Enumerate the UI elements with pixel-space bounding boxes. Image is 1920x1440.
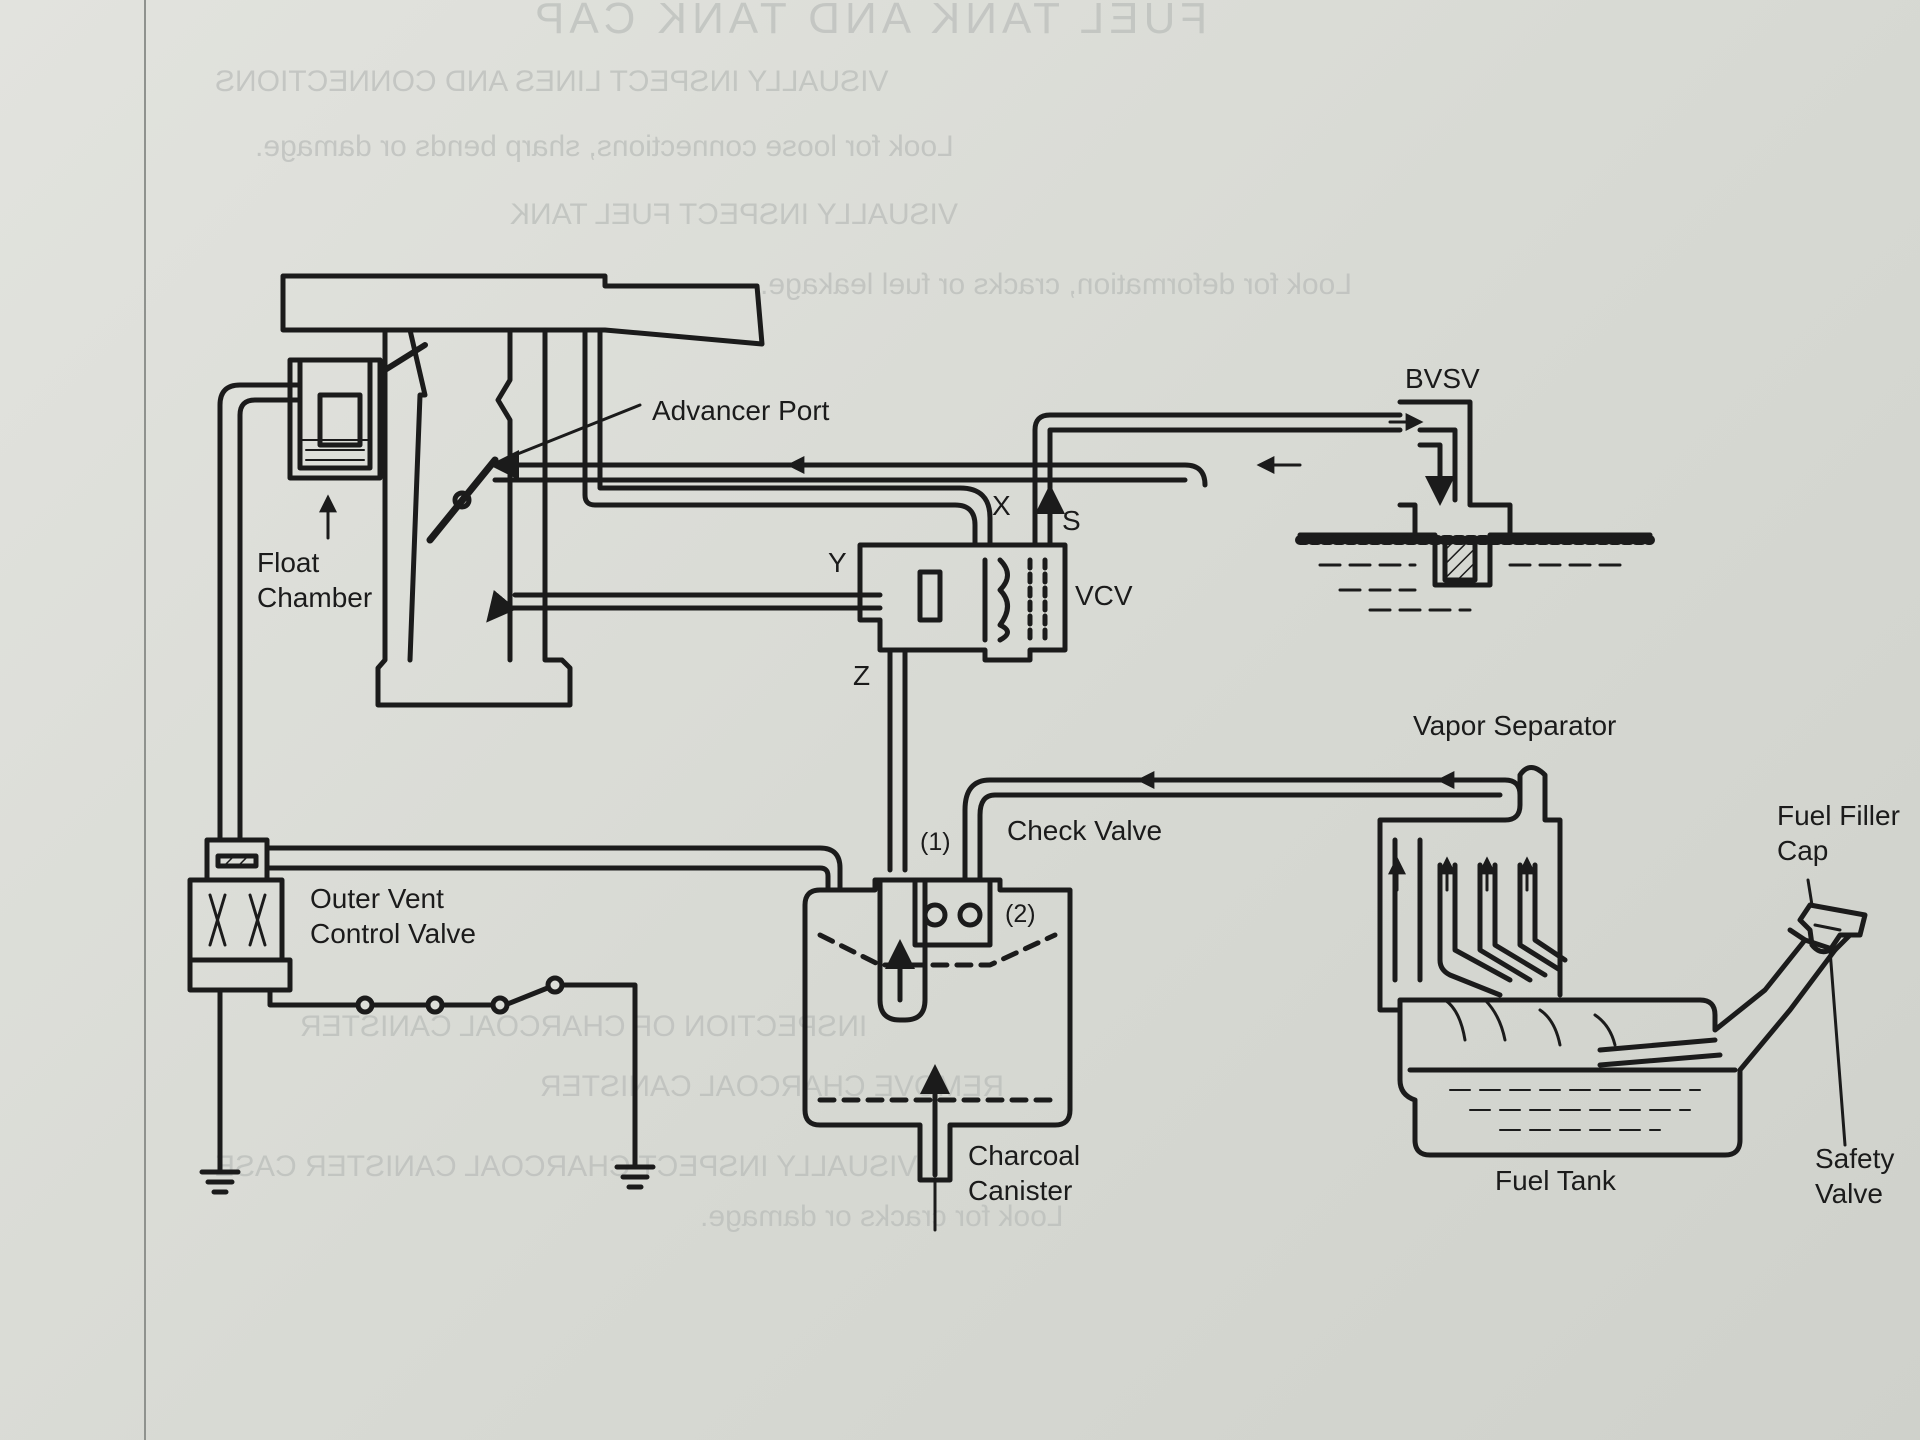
fuel-filler-cap [1797,878,1868,1147]
carb-vent-pipe [582,327,993,548]
label-fuel-tank: Fuel Tank [1495,1165,1617,1196]
label-fuel-filler-line2: Cap [1777,835,1828,866]
label-float-chamber-line1: Float [257,547,319,578]
label-port-1: (1) [920,828,951,856]
vcv-to-canister-pipe [887,647,908,873]
switch-contact [425,995,445,1015]
label-port-z: Z [853,660,870,691]
advancer-port-leader [513,403,642,457]
label-outer-vent-line2: Control Valve [310,918,476,949]
label-vapor-separator: Vapor Separator [1413,710,1616,741]
vcv-to-carb-pipe [490,595,883,618]
ground-left [199,987,241,1195]
label-safety-valve-line2: Valve [1815,1178,1883,1209]
label-advancer-port: Advancer Port [652,395,830,426]
vcv-valve [857,490,1065,663]
label-port-x: X [992,490,1011,521]
label-outer-vent-line1: Outer Vent [310,883,444,914]
fuel-tank [1397,927,1853,1158]
float-vent-pipe [217,382,303,843]
label-fuel-filler-line1: Fuel Filler [1777,800,1900,831]
filler-cap-leader [1806,878,1814,907]
carburetor [280,273,765,708]
vcv-to-bvsv-pipe [1032,412,1403,493]
label-charcoal-canister-line1: Charcoal [968,1140,1080,1171]
outer-vent-pipe [264,845,843,893]
venturi-left [407,327,428,663]
air-horn [280,273,765,347]
carburetor-body [375,327,573,708]
switch-contact [355,995,375,1015]
choke-plate [382,342,428,373]
float-chamber [287,357,383,481]
label-charcoal-canister-line2: Canister [968,1175,1072,1206]
float [317,392,363,448]
label-port-s: S [1062,505,1081,536]
switch-contact [545,975,565,995]
outer-vent-control-valve [187,837,293,993]
vapor-separator [1377,765,1568,1013]
bvsv-valve [1295,399,1655,612]
label-float-chamber-line2: Chamber [257,582,372,613]
label-check-valve: Check Valve [1007,815,1162,846]
label-bvsv: BVSV [1405,363,1480,394]
label-safety-valve-line1: Safety [1815,1143,1894,1174]
safety-valve-leader [1828,948,1847,1147]
switch-wiring [267,982,656,1190]
throttle-shaft [452,490,472,510]
throttle-plate [426,456,499,544]
label-port-2: (2) [1005,900,1036,928]
label-vcv: VCV [1075,580,1133,611]
charcoal-canister [802,877,1073,1232]
venturi-right [495,327,513,663]
label-port-y: Y [828,547,847,578]
switch-contact [490,995,510,1015]
